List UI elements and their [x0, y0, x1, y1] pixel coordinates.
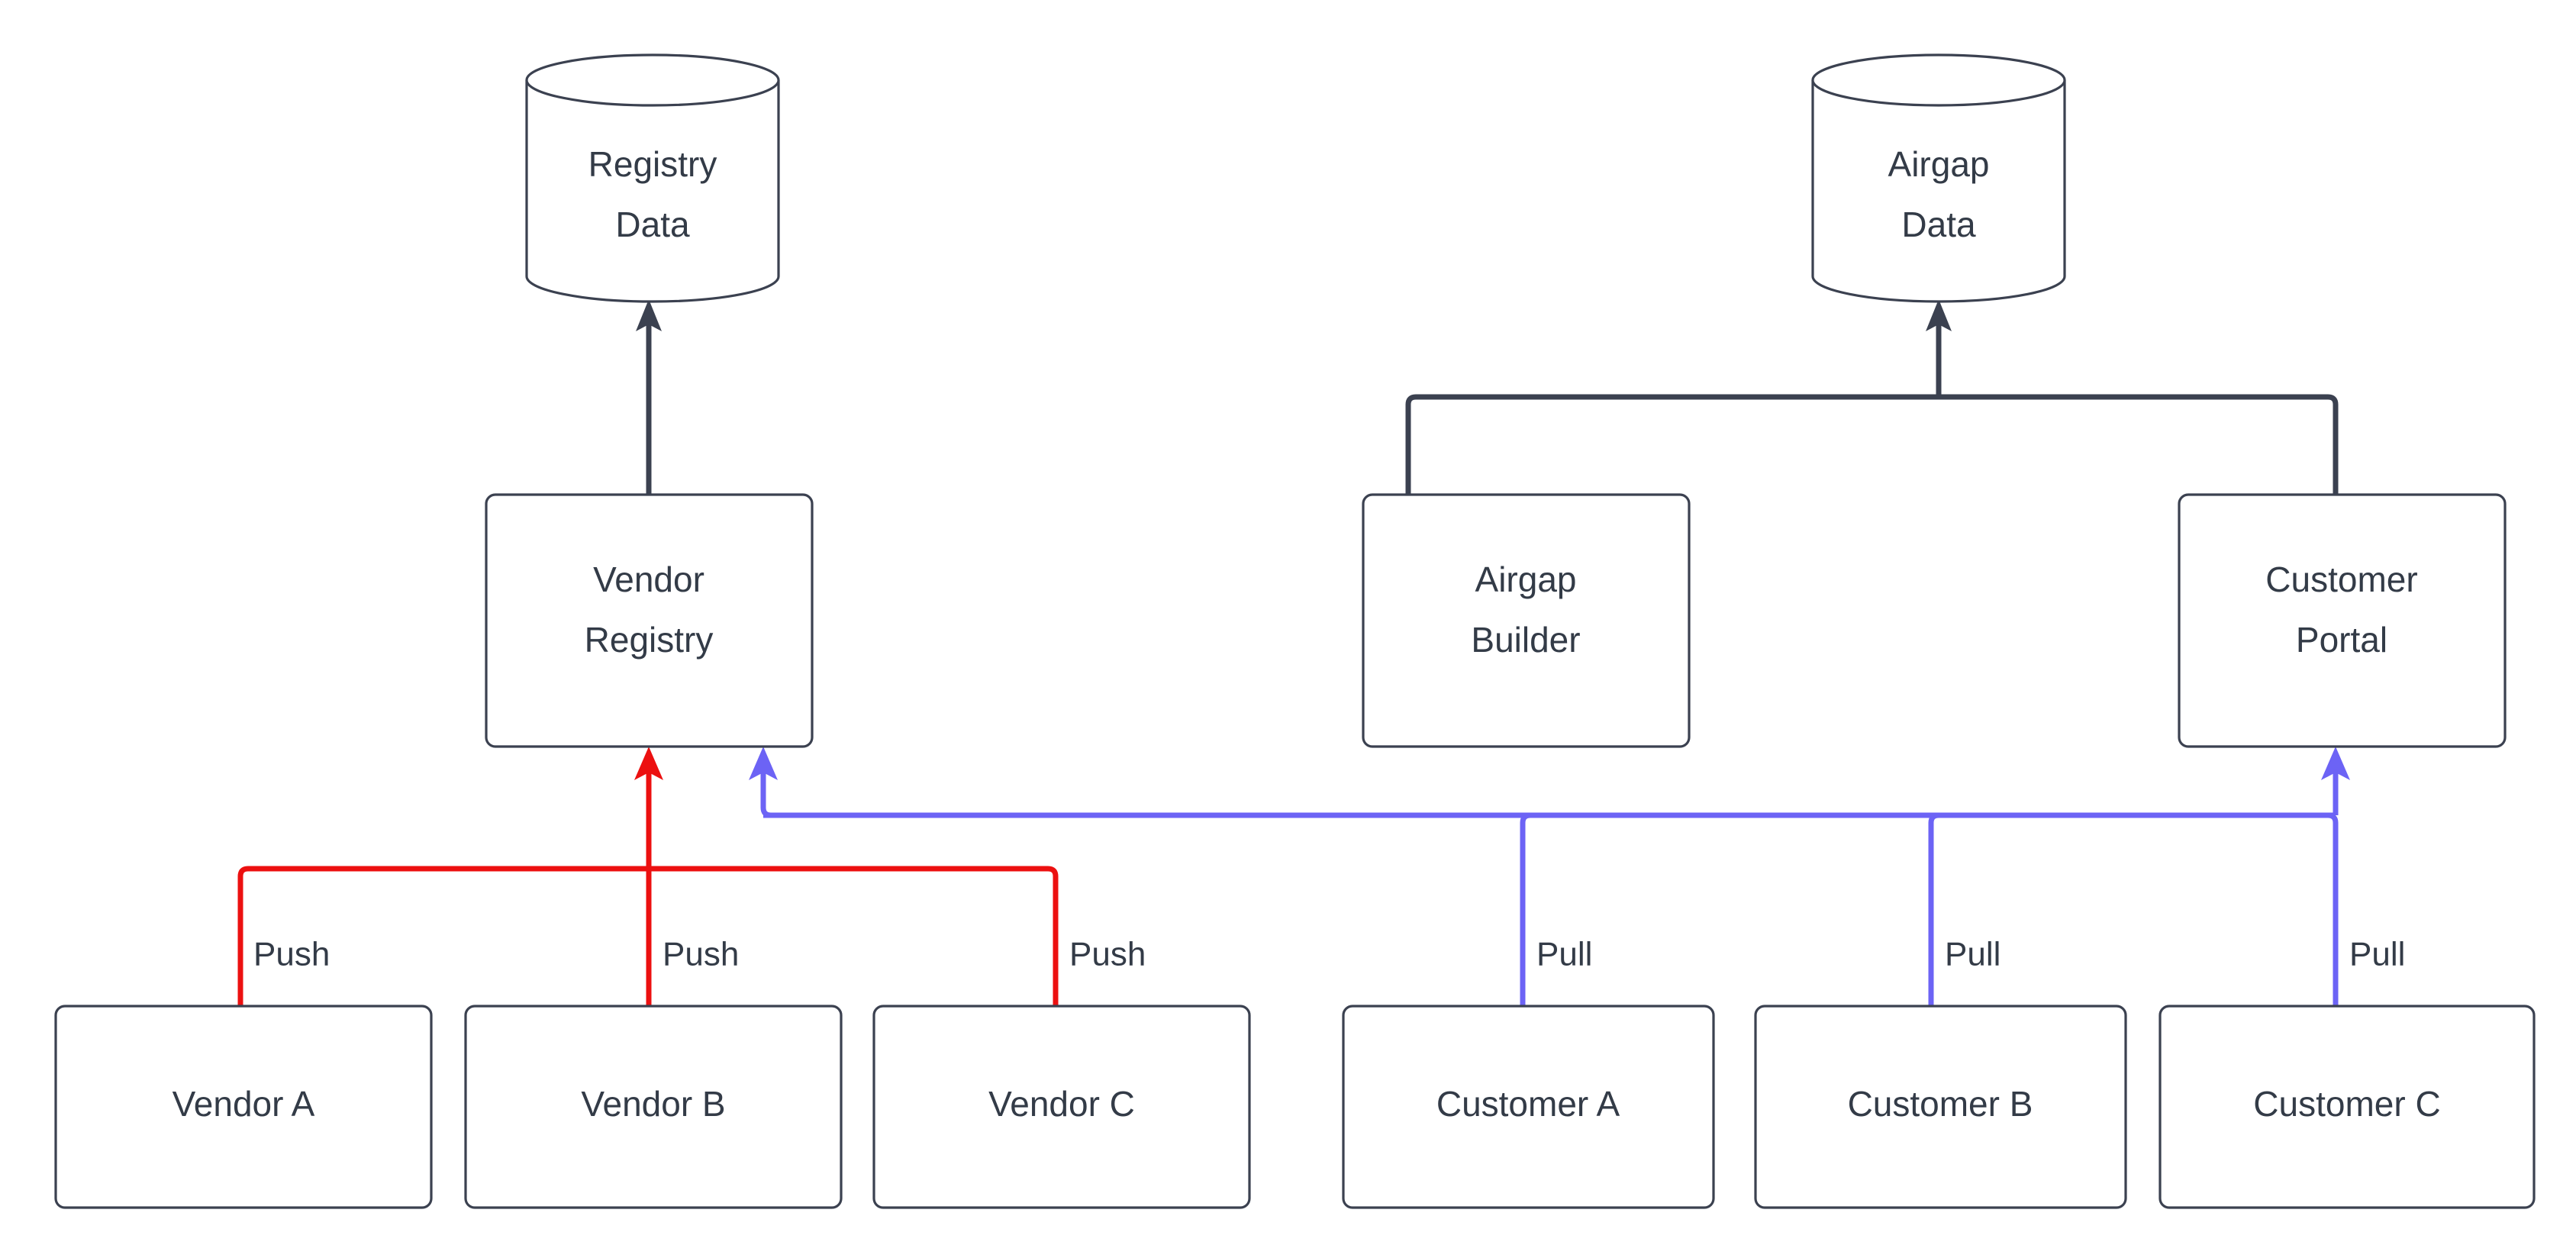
node-label: Vendor C: [988, 1084, 1135, 1124]
node-box: [54, 1005, 433, 1209]
edge-line: [1928, 812, 1939, 1006]
edge-line: [1405, 394, 1939, 495]
node-vendor-c[interactable]: Vendor C: [872, 1005, 1251, 1209]
edge-customer-c-pull: [2327, 812, 2339, 1006]
arrowhead-up-icon: [636, 299, 662, 331]
edge-vendor-registry-to-registry-data: [636, 299, 662, 495]
edge-customers-pull-vendor-registry: [749, 747, 778, 818]
node-vendor-registry[interactable]: Vendor Registry: [485, 493, 814, 748]
edge-vendor-b-push: [634, 747, 663, 1006]
node-box: [1342, 1005, 1715, 1209]
node-box: [2178, 493, 2507, 748]
arrowhead-up-icon: [634, 747, 663, 780]
node-label-line2: Portal: [2296, 620, 2387, 660]
node-label-line2: Data: [1901, 205, 1976, 244]
cylinder-body: [525, 80, 780, 303]
edge-line: [649, 866, 1059, 1006]
node-box: [464, 1005, 843, 1209]
node-label: Customer C: [2253, 1084, 2440, 1124]
edge-label-vendor-a-push: Push: [253, 936, 330, 973]
node-label: Customer B: [1848, 1084, 2033, 1124]
node-vendor-a[interactable]: Vendor A: [54, 1005, 433, 1209]
node-label-line1: Customer: [2265, 560, 2417, 599]
node-label: Vendor A: [172, 1084, 315, 1124]
edge-label-customer-a-pull: Pull: [1536, 936, 1592, 973]
cylinder-body: [1811, 80, 2066, 303]
node-airgap-data[interactable]: Airgap Data: [1811, 53, 2066, 303]
node-label: Vendor B: [581, 1084, 725, 1124]
edge-line: [1939, 394, 2339, 495]
edge-line: [760, 768, 772, 818]
arrowhead-up-icon: [1926, 299, 1952, 331]
edge-line: [1520, 812, 1531, 1006]
edge-vendor-a-push: [237, 866, 649, 1006]
node-label-line1: Registry: [588, 144, 717, 184]
arrowhead-up-icon: [749, 747, 778, 780]
node-vendor-b[interactable]: Vendor B: [464, 1005, 843, 1209]
edge-vendor-c-push: [649, 866, 1059, 1006]
node-box: [1754, 1005, 2127, 1209]
edge-label-customer-b-pull: Pull: [1945, 936, 2001, 973]
node-customer-portal[interactable]: Customer Portal: [2178, 493, 2507, 748]
node-customer-c[interactable]: Customer C: [2158, 1005, 2536, 1209]
edge-customer-b-pull: [1928, 812, 1939, 1006]
edge-label-vendor-b-push: Push: [663, 936, 739, 973]
node-registry-data[interactable]: Registry Data: [525, 53, 780, 303]
node-customer-b[interactable]: Customer B: [1754, 1005, 2127, 1209]
edge-customer-portal-to-airgap-data: [1939, 394, 2339, 495]
node-label-line2: Data: [615, 205, 690, 244]
cylinder-top-icon: [525, 53, 780, 107]
node-customer-a[interactable]: Customer A: [1342, 1005, 1715, 1209]
node-label-line2: Registry: [585, 620, 714, 660]
cylinder-top-icon: [1811, 53, 2066, 107]
edge-label-customer-c-pull: Pull: [2349, 936, 2405, 973]
node-box: [2158, 1005, 2536, 1209]
node-box: [485, 493, 814, 748]
node-label-line2: Builder: [1471, 620, 1580, 660]
edge-customer-portal-riser: [2321, 747, 2350, 815]
edge-line: [2327, 812, 2339, 1006]
node-box: [1362, 493, 1691, 748]
edge-line: [237, 866, 649, 1006]
node-label-line1: Airgap: [1888, 144, 1990, 184]
node-box: [872, 1005, 1251, 1209]
arrowhead-up-icon: [2321, 747, 2350, 780]
edge-label-vendor-c-push: Push: [1069, 936, 1146, 973]
node-label-line1: Airgap: [1475, 560, 1577, 599]
edge-customer-a-pull: [1520, 812, 1531, 1006]
edge-airgap-builder-to-airgap-data: [1405, 394, 1939, 495]
node-label: Customer A: [1436, 1084, 1620, 1124]
node-label-line1: Vendor: [593, 560, 704, 599]
edge-airgap-data-riser: [1926, 299, 1952, 397]
node-airgap-builder[interactable]: Airgap Builder: [1362, 493, 1691, 748]
